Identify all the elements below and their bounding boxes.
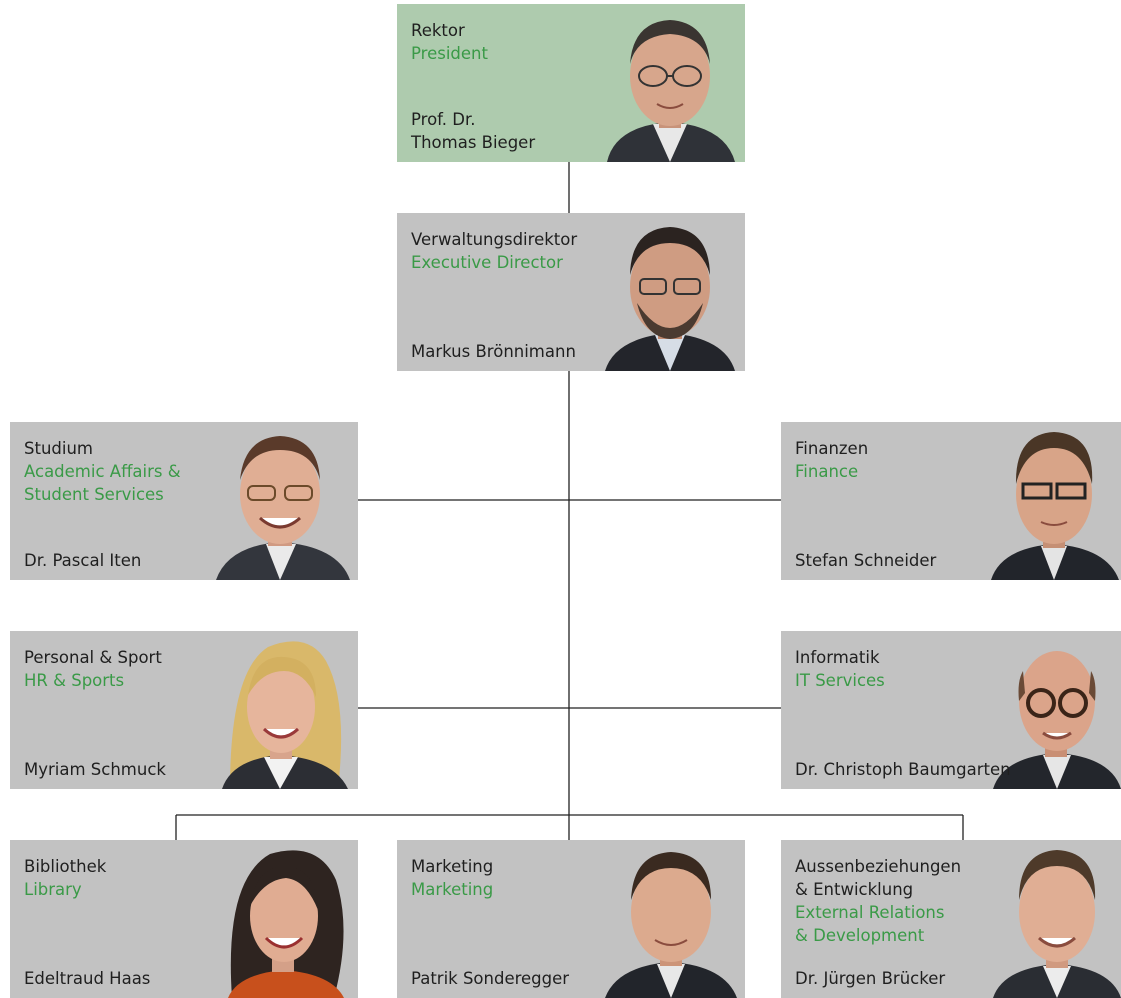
org-box-aussenbeziehungen: Aussenbeziehungen & Entwicklung External… [781,840,1121,998]
role-en: Library [24,880,82,899]
portrait-photo [208,631,358,789]
person-name: Dr. Christoph Baumgarten [795,760,1011,779]
portrait-photo [595,213,745,371]
role-de: Marketing [411,857,494,876]
org-box-president: Rektor President Prof. Dr. Thomas Bieger [397,4,745,162]
role-de: Aussenbeziehungen & Entwicklung [795,857,962,899]
portrait-photo [595,840,745,998]
person-name: Dr. Pascal Iten [24,551,142,570]
org-box-executive-director: Verwaltungsdirektor Executive Director M… [397,213,745,371]
person-name: Myriam Schmuck [24,760,166,779]
role-de: Bibliothek [24,857,107,876]
portrait-photo [979,631,1121,789]
person-name: Dr. Jürgen Brücker [795,969,946,988]
role-de: Informatik [795,648,880,667]
portrait-photo [979,422,1121,580]
person-name: Edeltraud Haas [24,969,151,988]
org-box-personal-sport: Personal & Sport HR & Sports Myriam Schm… [10,631,358,789]
role-en: Academic Affairs & Student Services [24,462,181,504]
role-de: Studium [24,439,93,458]
role-en: Marketing [411,880,494,899]
role-en: External Relations & Development [795,903,945,945]
role-en: Executive Director [411,253,563,272]
portrait-photo [979,840,1121,998]
role-en: President [411,44,488,63]
role-de: Finanzen [795,439,869,458]
person-name: Patrik Sonderegger [411,969,570,988]
portrait-photo [595,4,745,162]
org-box-finanzen: Finanzen Finance Stefan Schneider [781,422,1121,580]
role-de: Rektor [411,21,465,40]
person-name: Stefan Schneider [795,551,937,570]
role-en: Finance [795,462,859,481]
role-en: HR & Sports [24,671,125,690]
portrait-photo [208,840,358,998]
org-box-informatik: Informatik IT Services Dr. Christoph Bau… [781,631,1121,789]
person-name: Markus Brönnimann [411,342,576,361]
role-de: Verwaltungsdirektor [411,230,578,249]
person-name: Prof. Dr. Thomas Bieger [411,110,536,152]
org-box-studium: Studium Academic Affairs & Student Servi… [10,422,358,580]
org-box-bibliothek: Bibliothek Library Edeltraud Haas [10,840,358,998]
role-de: Personal & Sport [24,648,162,667]
role-en: IT Services [795,671,885,690]
org-box-marketing: Marketing Marketing Patrik Sonderegger [397,840,745,998]
portrait-photo [208,422,358,580]
